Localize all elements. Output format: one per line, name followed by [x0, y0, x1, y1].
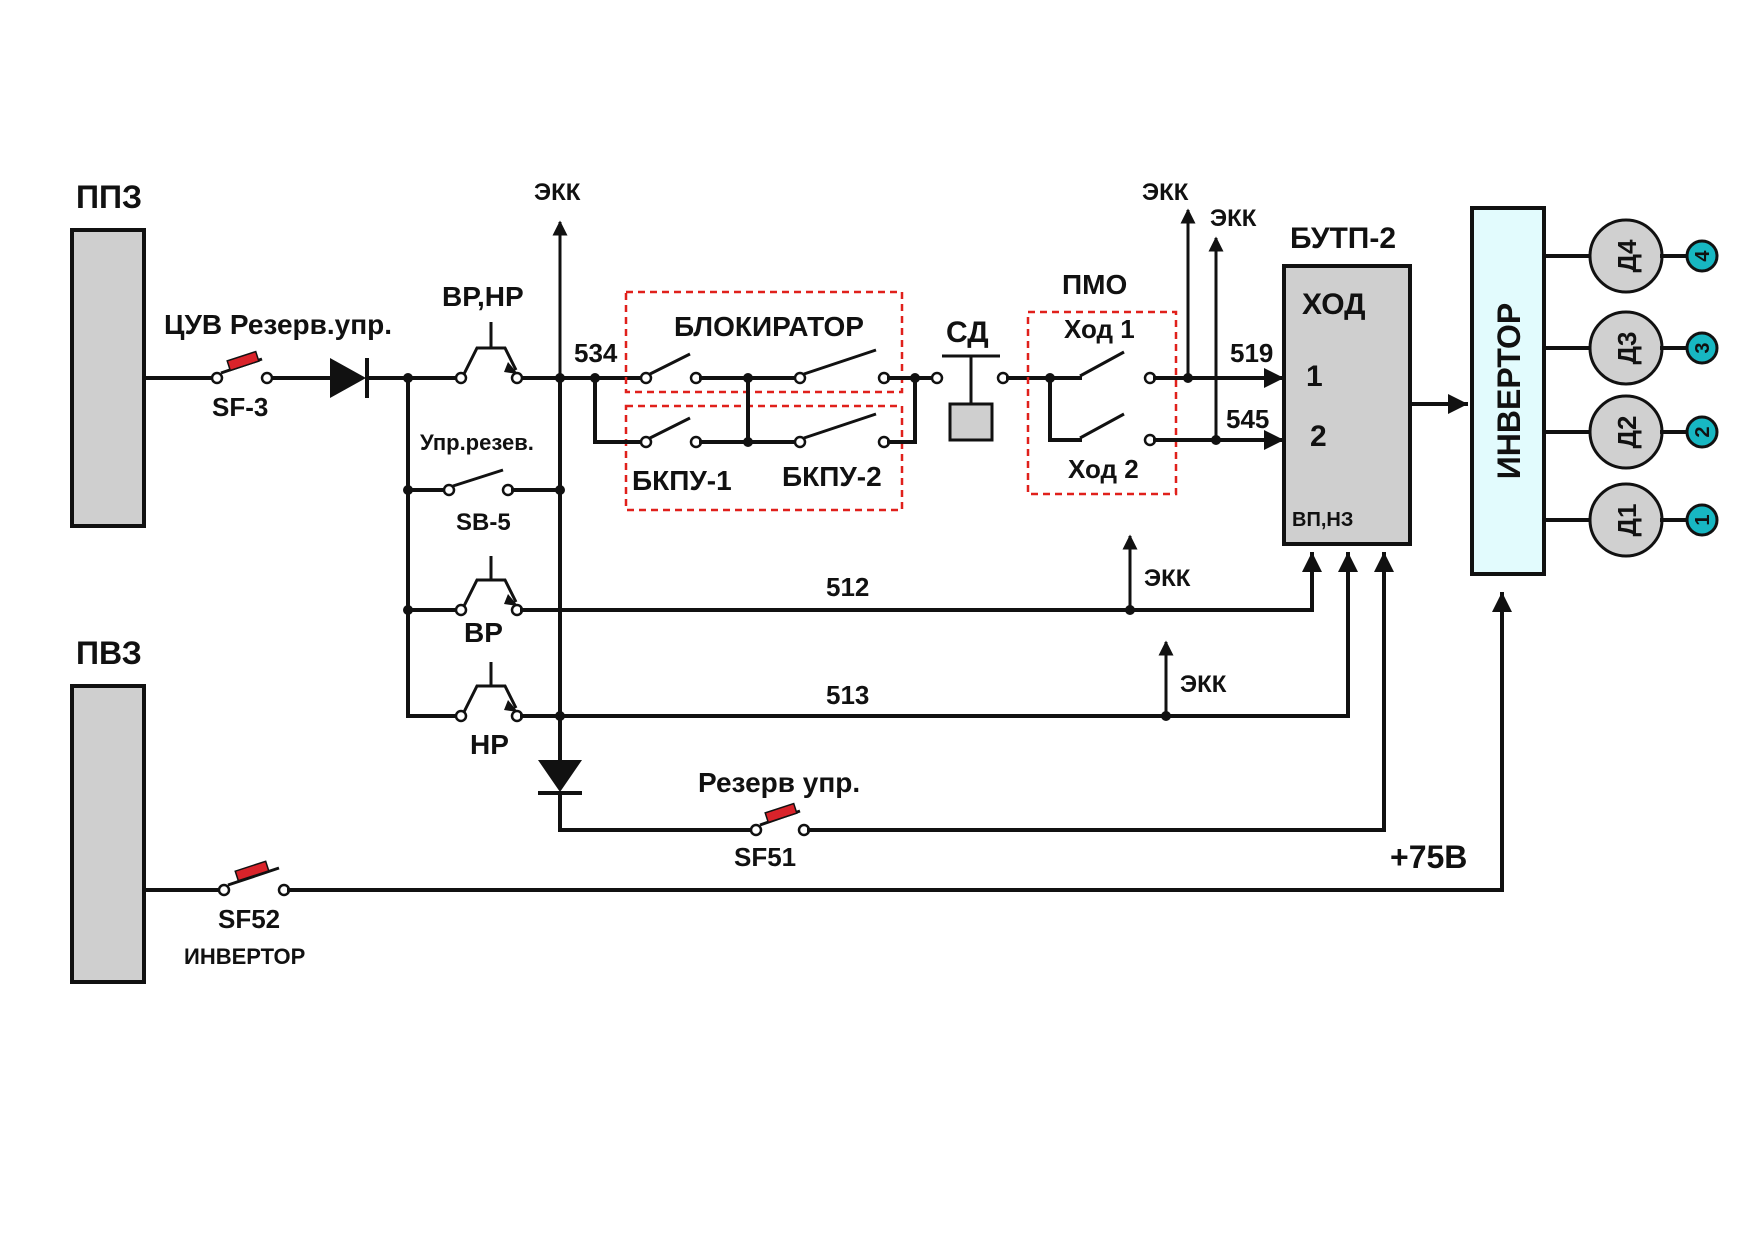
motor-d3-label: Д3 — [1612, 332, 1642, 365]
vrnr-label: ВР,НР — [442, 281, 524, 312]
nr-contact — [406, 662, 524, 723]
sf52-breaker — [217, 860, 291, 897]
motor-d1-label: Д1 — [1612, 504, 1642, 537]
reserve-diode — [538, 760, 582, 795]
sb5-label: SB-5 — [456, 509, 511, 536]
main-diode — [330, 358, 369, 398]
pmo-frame — [1026, 310, 1178, 496]
wire-513 — [520, 552, 1358, 718]
motor-d4-number: 4 — [1692, 250, 1714, 262]
sd-label: СД — [946, 316, 989, 349]
motor-lines — [1542, 254, 1592, 522]
blokirator-frame — [624, 290, 904, 394]
blokirator-contacts — [639, 348, 891, 385]
vpnz-label: ВП,НЗ — [1292, 509, 1353, 531]
reserve-wire-right — [807, 552, 1394, 832]
motor-d2-label: Д2 — [1612, 416, 1642, 449]
sf3-breaker — [210, 350, 274, 385]
blokirator-label: БЛОКИРАТОР — [674, 311, 864, 342]
vr-label: ВР — [464, 617, 503, 648]
ppz-label: ППЗ — [76, 179, 142, 215]
pvz-panel — [70, 684, 146, 984]
wire-545-label: 545 — [1226, 404, 1269, 434]
wire-512 — [520, 552, 1322, 612]
motor-d1-number: 1 — [1692, 514, 1714, 525]
bkpu-contacts — [639, 412, 891, 449]
bkpu1-label: БКПУ-1 — [632, 465, 732, 496]
pmo-branch — [1048, 376, 1082, 442]
hod-label: ХОД — [1302, 288, 1366, 321]
vr-nr-contact — [454, 322, 524, 385]
motor-d3: Д3 3 — [1588, 310, 1719, 386]
invertor-sub-label: ИНВЕРТОР — [184, 944, 305, 969]
sf51-breaker — [749, 802, 811, 837]
sd-element — [942, 354, 1010, 442]
upr-rezerv-label: Упр.резев. — [420, 430, 534, 455]
bkpu2-label: БКПУ-2 — [782, 461, 882, 492]
sf3-label: SF-3 — [212, 392, 268, 422]
hod2-label: Ход 2 — [1068, 454, 1139, 484]
input-2-label: 2 — [1310, 420, 1327, 453]
plus75-label: +75В — [1390, 839, 1467, 875]
motor-d1: Д1 1 — [1588, 482, 1719, 558]
wire-512-label: 512 — [826, 572, 869, 602]
ekk-top-label: ЭКК — [534, 179, 581, 206]
bkpu-frame — [624, 404, 904, 512]
motor-d3-number: 3 — [1692, 342, 1714, 353]
motor-d4-label: Д4 — [1612, 239, 1642, 273]
motor-d4: Д4 4 — [1588, 218, 1719, 294]
input-1-label: 1 — [1306, 360, 1323, 393]
ekk-pmo2-label: ЭКК — [1210, 205, 1257, 232]
motor-d2: Д2 2 — [1588, 394, 1719, 470]
sb5-button — [406, 468, 562, 497]
vr-contact — [406, 556, 524, 617]
rezerv-upr-label: Резерв упр. — [698, 767, 860, 798]
butp-label: БУТП-2 — [1290, 222, 1396, 255]
sf52-label: SF52 — [218, 904, 280, 934]
motor-d2-number: 2 — [1692, 426, 1714, 437]
wire-513-label: 513 — [826, 680, 869, 710]
sf51-label: SF51 — [734, 842, 796, 872]
ekk-512-label: ЭКК — [1144, 565, 1191, 592]
hod1-label: Ход 1 — [1064, 314, 1135, 344]
pvz-wire-right — [287, 592, 1512, 892]
ekk-pmo1-label: ЭКК — [1142, 179, 1189, 206]
ekk-513-label: ЭКК — [1180, 671, 1227, 698]
pvz-label: ПВЗ — [76, 635, 142, 671]
inverter-block — [1470, 206, 1546, 576]
pmo-contacts — [1048, 350, 1157, 447]
bkpu-branch — [593, 376, 644, 444]
butp2-block — [1282, 264, 1412, 546]
nr-label: НР — [470, 729, 509, 760]
pmo-label: ПМО — [1062, 269, 1127, 300]
cuv-label: ЦУВ Резерв.упр. — [164, 309, 392, 340]
wire-519-label: 519 — [1230, 338, 1273, 368]
reserve-wire-left — [558, 792, 754, 832]
wire-534-label: 534 — [574, 338, 618, 368]
ppz-panel — [70, 228, 146, 528]
inverter-label: ИНВЕРТОР — [1491, 303, 1527, 479]
